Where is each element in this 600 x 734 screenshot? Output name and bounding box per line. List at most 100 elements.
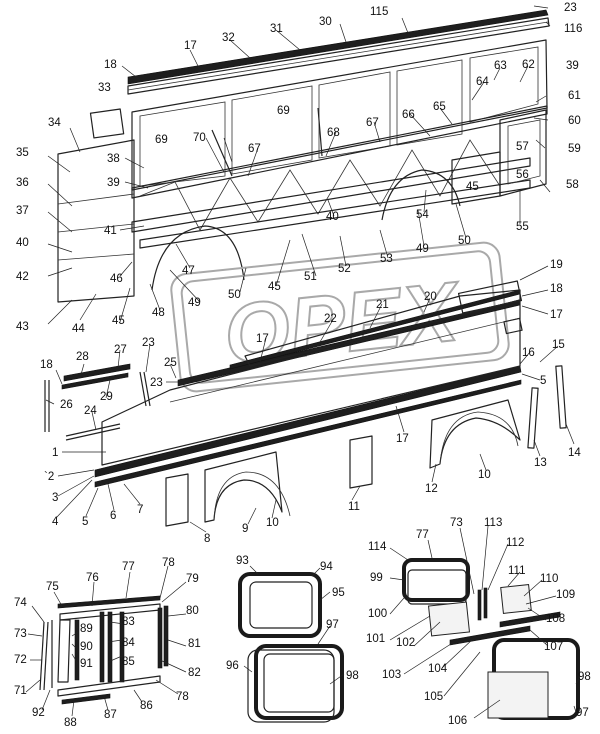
callout-label: 99 — [370, 572, 383, 584]
front-door-frame — [39, 595, 169, 705]
callout-label: 27 — [114, 344, 127, 356]
callout-label: 73 — [14, 628, 27, 640]
callout-label: 72 — [14, 654, 27, 666]
callout-label: 39 — [566, 60, 579, 72]
callout-label: 86 — [140, 700, 153, 712]
callout-label: 20 — [424, 291, 437, 303]
callout-label: `2 — [44, 471, 54, 483]
callout-label: 23 — [564, 2, 577, 14]
callout-label: 61 — [568, 90, 581, 102]
small-cover-plate — [89, 108, 125, 139]
callout-label: 56 — [516, 169, 529, 181]
callout-label: 17 — [184, 40, 197, 52]
outer-skin-panels — [44, 280, 567, 527]
callout-label: 7 — [137, 504, 143, 516]
callout-label: 82 — [188, 667, 201, 679]
callout-label: 35 — [16, 147, 29, 159]
front-wheel-arch-skin — [429, 399, 521, 469]
callout-label: 1 — [52, 447, 58, 459]
rear-wheel-arch-skin — [204, 451, 283, 523]
leader-lines — [25, 5, 581, 719]
callout-label: 23 — [142, 337, 155, 349]
callout-label: 110 — [540, 573, 558, 585]
callout-label: 11 — [348, 501, 360, 513]
callout-label: 67 — [248, 143, 261, 155]
callout-label: 19 — [550, 259, 563, 271]
callout-label: 3 — [52, 492, 58, 504]
callout-label: 13 — [534, 457, 547, 469]
callout-label: 41 — [104, 225, 117, 237]
callout-label: 46 — [110, 273, 123, 285]
callout-label: 57 — [516, 141, 529, 153]
callout-label: 45 — [112, 315, 125, 327]
upper-side-frame — [57, 9, 550, 303]
callout-label: 113 — [484, 517, 502, 529]
callout-label: 116 — [564, 23, 582, 35]
callout-label: 5 — [82, 516, 88, 528]
callout-label: 18 — [104, 59, 117, 71]
callout-label: 16 — [522, 347, 535, 359]
roof-rail-assembly — [127, 9, 550, 95]
callout-label: 47 — [182, 265, 195, 277]
fixed-window-assembly — [238, 572, 344, 723]
callout-label: 62 — [522, 59, 535, 71]
callout-label: 30 — [319, 16, 332, 28]
callout-label: 98 — [578, 671, 591, 683]
callout-label: 36 — [16, 177, 29, 189]
rear-wheel-arch-frame — [151, 225, 245, 291]
callout-label: 69 — [277, 105, 290, 117]
callout-label: 68 — [327, 127, 340, 139]
callout-label: 112 — [506, 537, 524, 549]
callout-label: 5 — [540, 375, 546, 387]
callout-label: 24 — [84, 405, 97, 417]
callout-label: 43 — [16, 321, 29, 333]
callout-labels: 23 30 115 116 31 32 17 18 33 34 69 69 70… — [14, 2, 591, 729]
callout-label: 58 — [566, 179, 579, 191]
callout-label: 34 — [48, 117, 61, 129]
callout-label: 64 — [476, 76, 489, 88]
callout-label: 25 — [164, 357, 177, 369]
callout-label: 45 — [268, 281, 281, 293]
callout-label: 28 — [76, 351, 89, 363]
callout-label: 93 — [236, 555, 249, 567]
sliding-window-assembly — [402, 558, 580, 720]
callout-label: 12 — [425, 483, 438, 495]
callout-label: 18 — [550, 283, 563, 295]
callout-label: 49 — [416, 243, 429, 255]
callout-label: 92 — [32, 707, 45, 719]
callout-label: 31 — [270, 23, 283, 35]
callout-label: 14 — [568, 447, 581, 459]
callout-label: 32 — [222, 32, 235, 44]
callout-label: 33 — [98, 82, 111, 94]
callout-label: 45 — [466, 181, 479, 193]
callout-label: 10 — [266, 517, 279, 529]
callout-label: 55 — [516, 221, 529, 233]
callout-label: 71 — [14, 685, 27, 697]
main-skin-panel — [101, 299, 521, 466]
callout-label: 70 — [193, 132, 206, 144]
callout-label: 77 — [416, 529, 429, 541]
callout-label: 4 — [52, 516, 59, 528]
callout-label: 80 — [186, 605, 199, 617]
callout-label: 73 — [450, 517, 463, 529]
rectangular-panel — [457, 280, 523, 314]
callout-label: 101 — [366, 633, 385, 645]
callout-label: 103 — [382, 669, 401, 681]
callout-label: 81 — [188, 638, 201, 650]
callout-label: 39 — [107, 177, 120, 189]
callout-label: 77 — [122, 561, 135, 573]
callout-label: 98 — [346, 670, 359, 682]
callout-label: 49 — [188, 297, 201, 309]
callout-label: 48 — [152, 307, 165, 319]
callout-label: 26 — [60, 399, 73, 411]
callout-label: 89 — [80, 623, 93, 635]
callout-label: 17 — [396, 433, 409, 445]
callout-label: 60 — [568, 115, 581, 127]
callout-label: 95 — [332, 587, 345, 599]
callout-label: 15 — [552, 339, 565, 351]
callout-label: 52 — [338, 263, 351, 275]
callout-label: 44 — [72, 323, 85, 335]
callout-label: 91 — [80, 658, 93, 670]
lower-front-panel — [451, 151, 501, 205]
